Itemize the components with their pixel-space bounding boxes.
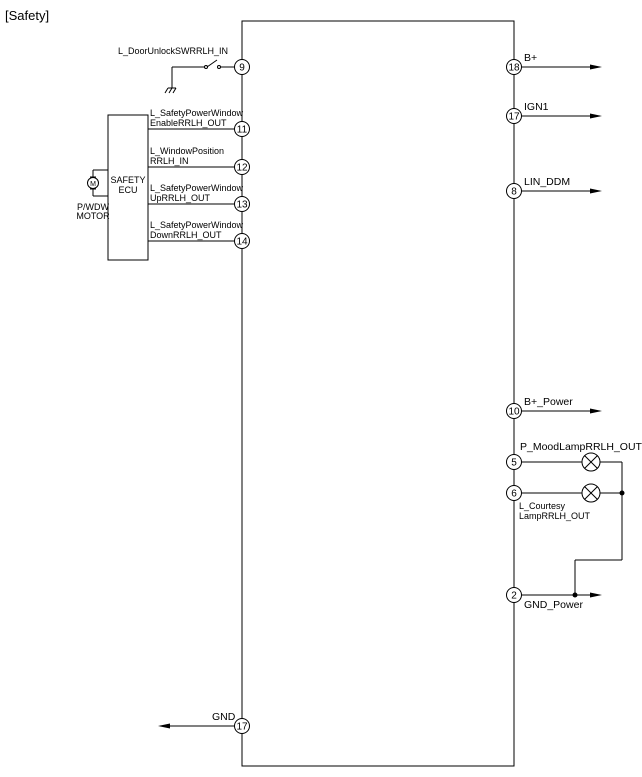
pin-14: 14 (234, 233, 250, 249)
pin-12: 12 (234, 159, 250, 175)
door-unlock-label: L_DoorUnlockSWRRLH_IN (118, 46, 228, 56)
pin-17-ign1: 17 (506, 108, 522, 124)
down-out-label-2: DownRRLH_OUT (150, 230, 222, 240)
pin-18: 18 (506, 59, 522, 75)
up-out-label-2: UpRRLH_OUT (150, 193, 211, 203)
motor-symbol: M (90, 181, 96, 188)
svg-text:12: 12 (236, 163, 248, 174)
svg-text:18: 18 (508, 63, 520, 74)
main-module-box (241, 20, 515, 767)
svg-text:9: 9 (239, 63, 245, 74)
safety-ecu-box (107, 114, 149, 261)
svg-text:8: 8 (511, 187, 517, 198)
courtesy-lamp-label-2: LampRRLH_OUT (519, 511, 591, 521)
b-plus-power-label: B+_Power (524, 396, 573, 408)
svg-text:13: 13 (236, 200, 248, 211)
up-out-label: L_SafetyPowerWindow (150, 183, 244, 193)
pin-13: 13 (234, 196, 250, 212)
b-plus-label: B+ (524, 52, 537, 64)
pin-2: 2 (506, 587, 522, 603)
enable-out-label: L_SafetyPowerWindow (150, 108, 244, 118)
svg-text:17: 17 (508, 112, 520, 123)
pin-5: 5 (506, 454, 522, 470)
courtesy-lamp-icon (581, 483, 601, 503)
window-position-label-2: RRLH_IN (150, 156, 189, 166)
svg-text:14: 14 (236, 237, 248, 248)
svg-text:10: 10 (508, 407, 520, 418)
pin-8: 8 (506, 183, 522, 199)
window-position-label: L_WindowPosition (150, 146, 224, 156)
motor-label-2: MOTOR (76, 211, 110, 221)
pin-11: 11 (234, 121, 250, 137)
down-out-label: L_SafetyPowerWindow (150, 220, 244, 230)
mood-lamp-label: P_MoodLampRRLH_OUT (520, 441, 642, 453)
svg-text:6: 6 (511, 489, 517, 500)
gnd-power-label: GND_Power (524, 599, 583, 611)
ign1-label: IGN1 (524, 101, 549, 113)
diagram-title: [Safety] (5, 8, 49, 23)
enable-out-label-2: EnableRRLH_OUT (150, 118, 227, 128)
svg-text:17: 17 (236, 722, 248, 733)
pin-17-gnd: 17 (234, 718, 250, 734)
safety-ecu-label-2: ECU (118, 185, 137, 195)
power-window-motor: M (87, 169, 108, 197)
mood-lamp-icon (581, 452, 601, 472)
door-unlock-switch (164, 59, 234, 94)
gnd-label: GND (212, 711, 236, 723)
pin-10: 10 (506, 403, 522, 419)
pin-6: 6 (506, 485, 522, 501)
svg-text:5: 5 (511, 458, 517, 469)
motor-label: P/WDW (77, 202, 109, 212)
lin-ddm-label: LIN_DDM (524, 176, 570, 188)
safety-ecu-label: SAFETY (110, 175, 145, 185)
pin-9: 9 (234, 59, 250, 75)
svg-text:11: 11 (237, 125, 248, 136)
courtesy-lamp-label: L_Courtesy (519, 501, 566, 511)
svg-text:2: 2 (511, 591, 517, 602)
